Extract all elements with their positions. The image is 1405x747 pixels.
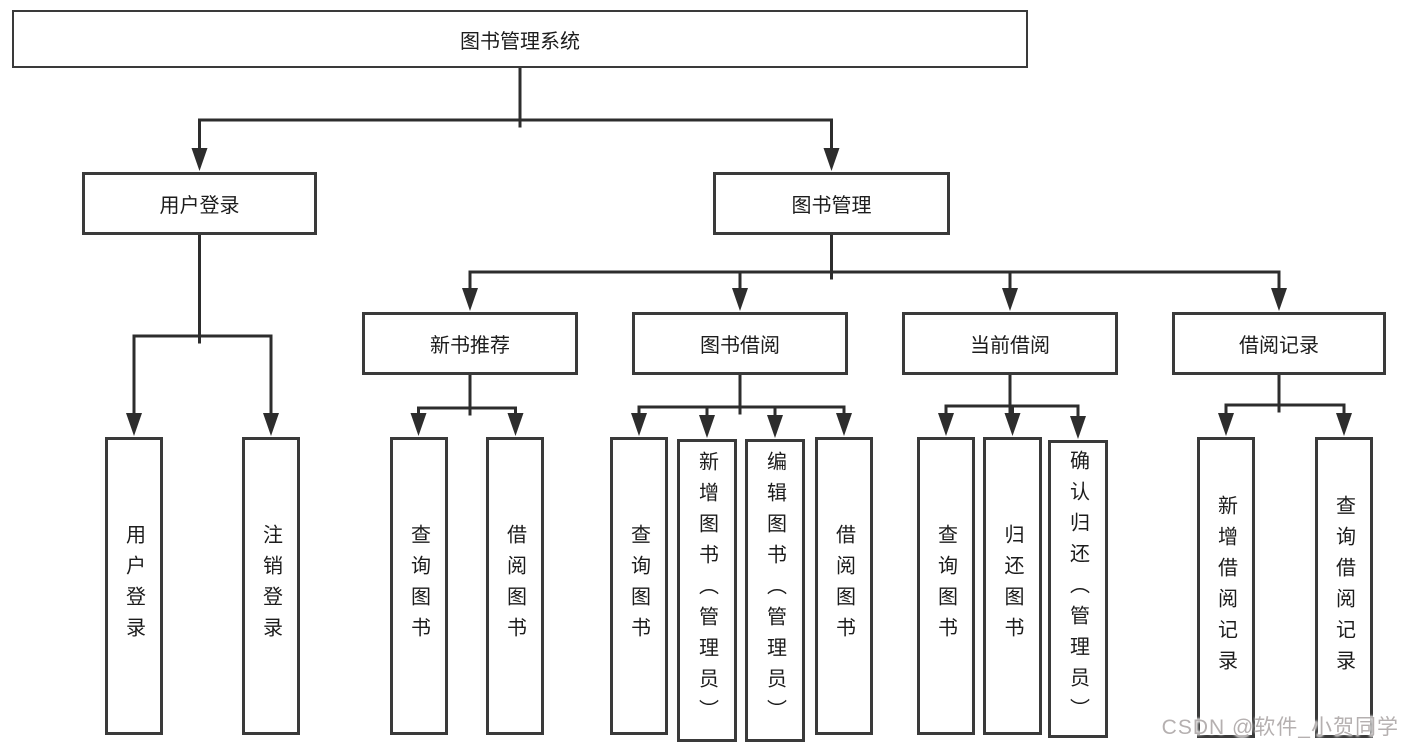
leaf-borrow-query-books: 查询图书	[610, 437, 668, 735]
leaf-recommend-query-books: 查询图书	[390, 437, 448, 735]
connector-lines	[132, 66, 1346, 418]
leaf-add-borrow-record: 新增借阅记录	[1197, 437, 1255, 738]
leaf-add-books-admin: 新增图书（管理员）	[677, 439, 737, 742]
node-user-login: 用户登录	[82, 172, 317, 235]
leaf-query-borrow-record: 查询借阅记录	[1315, 437, 1373, 738]
node-borrow-records: 借阅记录	[1172, 312, 1386, 375]
csdn-watermark: CSDN @软件_小贺同学	[1161, 716, 1399, 739]
leaf-confirm-return-admin: 确认归还（管理员）	[1048, 440, 1108, 738]
leaf-edit-books-admin: 编辑图书（管理员）	[745, 439, 805, 742]
leaf-logout: 注销登录	[242, 437, 300, 735]
node-root-library-system: 图书管理系统	[12, 10, 1028, 68]
leaf-recommend-borrow-books: 借阅图书	[486, 437, 544, 735]
leaf-current-query-books: 查询图书	[917, 437, 975, 735]
node-current-borrow: 当前借阅	[902, 312, 1118, 375]
node-new-book-recommend: 新书推荐	[362, 312, 578, 375]
leaf-user-login: 用户登录	[105, 437, 163, 735]
arrowheads	[126, 148, 1352, 439]
node-book-management: 图书管理	[713, 172, 950, 235]
leaf-borrow-books: 借阅图书	[815, 437, 873, 735]
leaf-return-books: 归还图书	[983, 437, 1042, 735]
node-book-borrow: 图书借阅	[632, 312, 848, 375]
